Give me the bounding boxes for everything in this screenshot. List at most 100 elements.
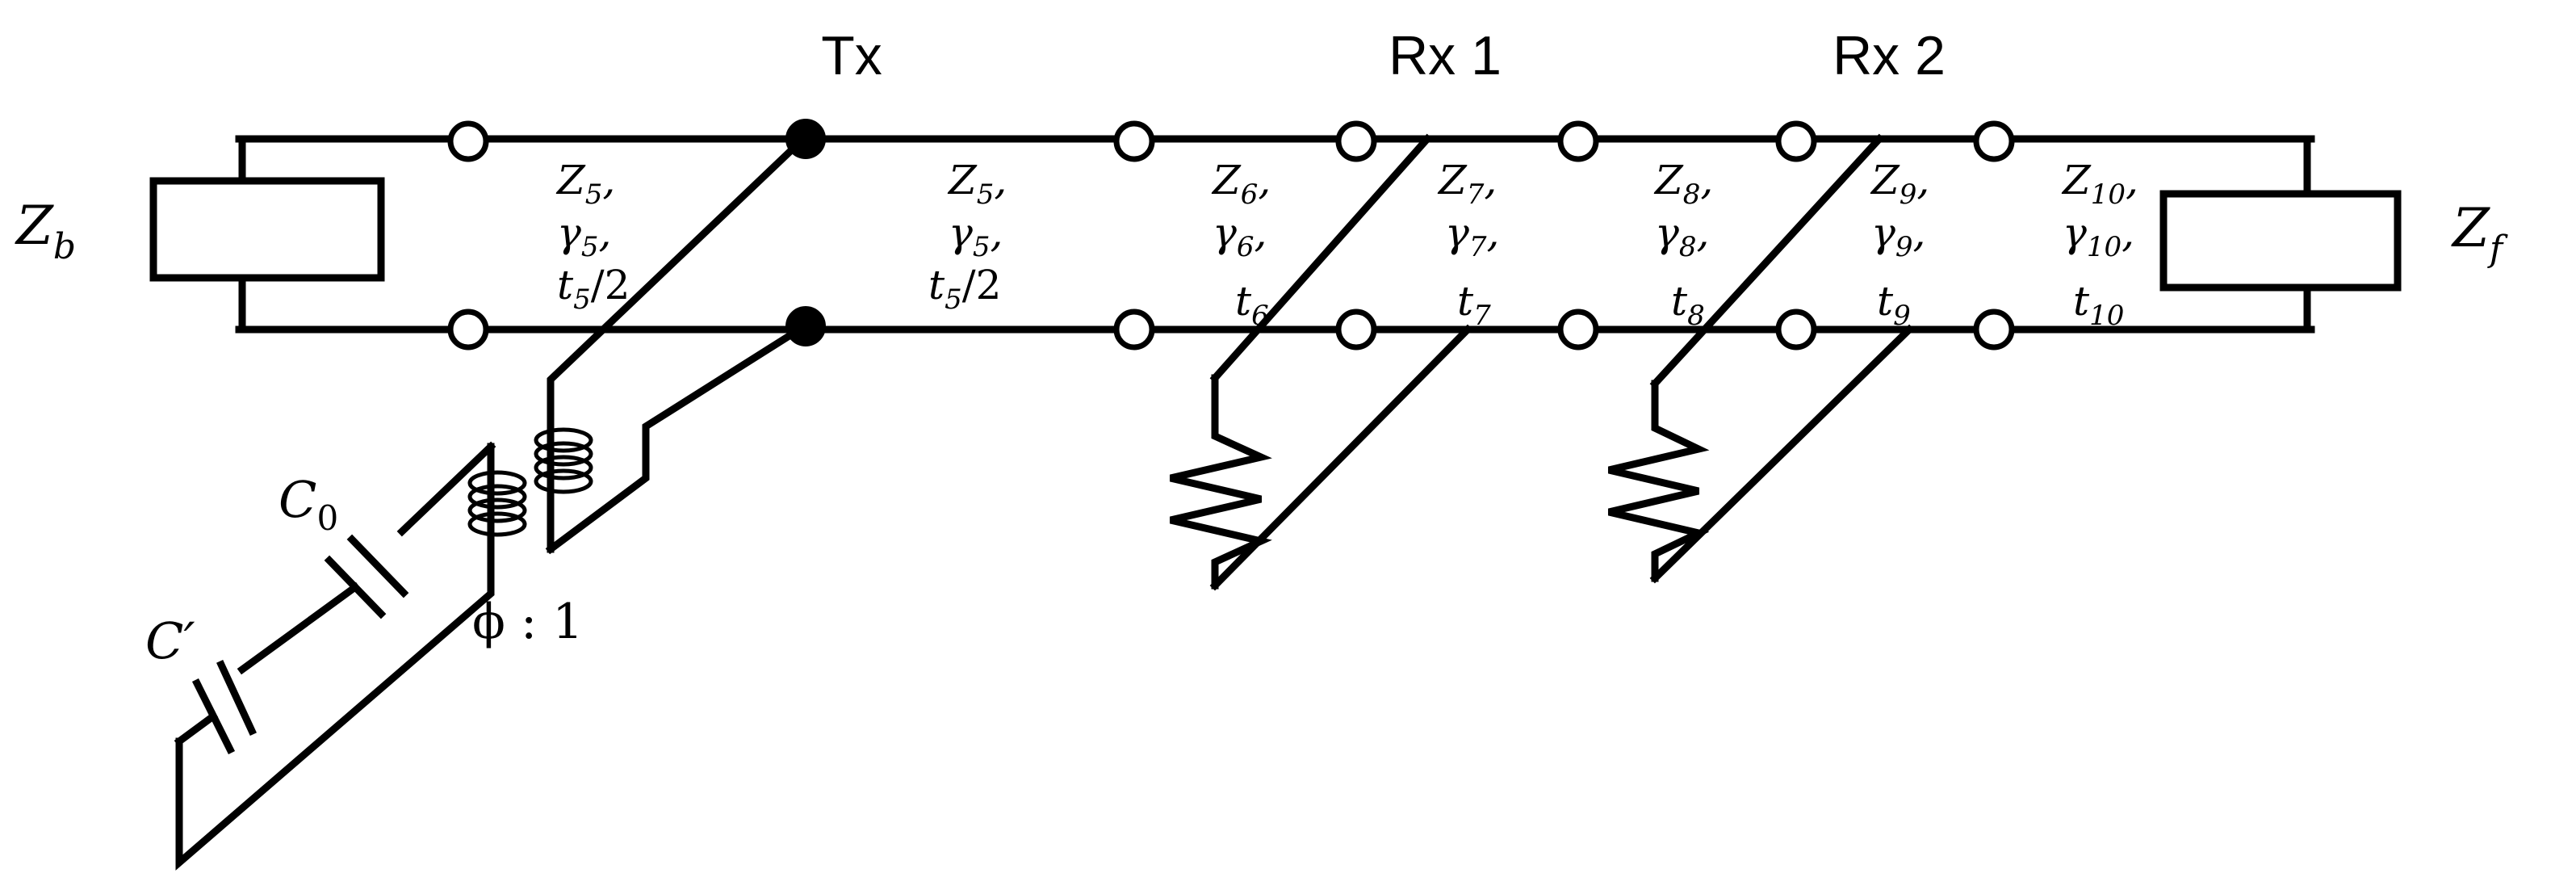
rx1-diagonal-top <box>1209 133 1433 384</box>
bottom-nodes <box>447 309 2015 351</box>
segment-gamma-label: γ6, <box>1213 209 1267 263</box>
seg-comma: , <box>991 209 1003 256</box>
seg-g-sub: 6 <box>1237 231 1254 263</box>
coil-turn <box>534 441 593 467</box>
zb-main: Z <box>15 195 54 257</box>
seg-t-sub: 5 <box>945 283 962 316</box>
seg-t-sub: 9 <box>1893 300 1911 332</box>
primary-coil-icon <box>534 427 593 494</box>
coil-turn <box>534 455 593 481</box>
seg-comma: , <box>1913 209 1926 256</box>
cprime-label: C′ <box>145 611 195 670</box>
cprime-lead <box>174 711 219 747</box>
segment-gamma-label: γ8, <box>1655 209 1709 263</box>
seg-t: t <box>557 262 574 309</box>
zf-box <box>2159 190 2402 292</box>
secondary-top-wire <box>396 441 496 537</box>
segment-gamma-label: γ10, <box>2063 209 2134 263</box>
cprime-plate-a <box>216 660 257 736</box>
segment-z-label: Z10, <box>2061 157 2138 211</box>
coil-turn <box>467 511 527 537</box>
coil-turn <box>534 427 593 453</box>
node-open <box>1973 120 2015 162</box>
secondary-right-wire <box>175 443 495 871</box>
node-open <box>1335 120 1377 162</box>
node-open <box>1775 309 1817 351</box>
segment-z-label: Z9, <box>1870 157 1929 211</box>
seg-g-sub: 5 <box>973 231 991 263</box>
transmission-line <box>235 135 2315 334</box>
node-open <box>1557 120 1599 162</box>
seg-t: t <box>1877 278 1894 325</box>
segment-gamma-label: γ9, <box>1871 209 1925 263</box>
receiver-2-branch <box>1607 133 1915 584</box>
segment-t-label: t6 <box>1235 278 1269 332</box>
seg-t-sub: 7 <box>1473 300 1491 332</box>
seg-g-sub: 9 <box>1895 231 1913 263</box>
seg-z-sub: 8 <box>1683 178 1701 211</box>
seg-comma: , <box>602 157 615 204</box>
node-open <box>1973 309 2015 351</box>
tx-node-top <box>785 119 826 159</box>
segment-z-label: Z7, <box>1437 157 1497 211</box>
seg-g: γ <box>1213 209 1237 256</box>
seg-z: Z <box>2061 157 2092 204</box>
seg-comma: , <box>1484 157 1497 204</box>
front-termination-zf <box>2159 135 2402 334</box>
secondary-coil-icon <box>467 470 527 537</box>
zb-sub: b <box>53 226 76 267</box>
segment-t-label: t7 <box>1457 278 1491 332</box>
segment-t-label: t10 <box>2073 278 2124 332</box>
receiver-1-branch <box>1169 133 1473 591</box>
zb-left-wire <box>238 135 385 185</box>
zf-top-wire <box>2159 135 2311 198</box>
seg-z: Z <box>947 157 978 204</box>
segment-t-label: t8 <box>1671 278 1705 332</box>
seg-comma: , <box>599 209 612 256</box>
coil-turn <box>534 468 593 494</box>
segment-z-label: Z5, <box>947 157 1007 211</box>
zf-label: Zf <box>2451 197 2508 270</box>
seg-t: t <box>1671 278 1688 325</box>
seg-comma: , <box>1697 209 1710 256</box>
seg-z-sub: 5 <box>977 178 995 211</box>
c0-plate-b <box>346 534 409 598</box>
seg-g: γ <box>1655 209 1679 256</box>
seg-z-sub: 7 <box>1467 178 1485 211</box>
tx-label: Tx <box>821 25 882 86</box>
seg-comma: , <box>1487 209 1500 256</box>
seg-z-sub: 10 <box>2091 178 2126 211</box>
zb-label: Zb <box>15 195 76 267</box>
rx2-diagonal-top <box>1649 133 1885 389</box>
c0-label: C0 <box>279 470 338 538</box>
seg-z: Z <box>1653 157 1684 204</box>
zb-bottom-wire <box>238 274 385 334</box>
segment-gamma-label: γ5, <box>949 209 1003 263</box>
seg-t-sub: 8 <box>1687 300 1705 332</box>
node-open <box>1113 309 1155 351</box>
seg-g-sub: 5 <box>581 231 599 263</box>
segment-z-label: Z8, <box>1653 157 1713 211</box>
zf-sub: f <box>2487 229 2508 270</box>
node-open <box>1335 309 1377 351</box>
zf-main: Z <box>2451 197 2490 259</box>
segment-t-label: t9 <box>1877 278 1911 332</box>
zb-box <box>149 177 385 282</box>
coil-turn <box>467 497 527 523</box>
coil-turn <box>467 470 527 496</box>
seg-z-sub: 5 <box>585 178 603 211</box>
seg-comma: , <box>1700 157 1713 204</box>
rx2-diagonal-bottom <box>1649 324 1915 584</box>
seg-comma: , <box>2122 209 2134 256</box>
seg-t-sub: 10 <box>2089 300 2124 332</box>
capacitor-network <box>174 441 496 871</box>
node-open <box>1557 309 1599 351</box>
seg-z: Z <box>555 157 586 204</box>
rx1-label: Rx 1 <box>1389 25 1502 86</box>
seg-g: γ <box>557 209 581 256</box>
seg-t: t <box>1235 278 1252 325</box>
seg-g: γ <box>1445 209 1469 256</box>
c0-cprime-wire <box>237 581 361 675</box>
seg-g: γ <box>2063 209 2087 256</box>
segment-gamma-label: γ5, <box>557 209 611 263</box>
